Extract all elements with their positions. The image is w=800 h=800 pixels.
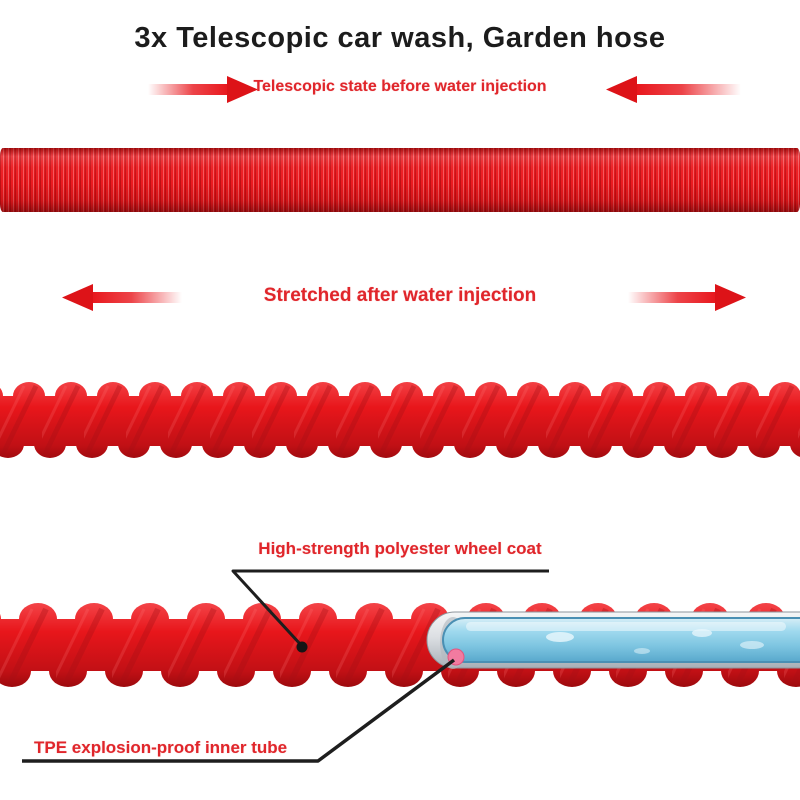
annotation-before-label: Telescopic state before water injection (253, 78, 547, 95)
inner-tube-marker-dot (447, 648, 465, 666)
tpe-inner-tube (442, 617, 800, 663)
hose-contracted-image (0, 148, 800, 212)
hose-stretched-image (0, 372, 800, 468)
wheel-coat-label: High-strength polyester wheel coat (258, 539, 542, 558)
annotation-after-row: Stretched after water injection (0, 276, 800, 314)
arrow-left-icon (62, 284, 182, 311)
hose-cutaway-image (0, 585, 800, 705)
arrow-right-icon (628, 284, 746, 311)
page-title: 3x Telescopic car wash, Garden hose (134, 22, 666, 54)
annotation-after-label: Stretched after water injection (263, 285, 537, 306)
tpe-inner-tube-label: TPE explosion-proof inner tube (34, 738, 288, 757)
arrow-right-icon (148, 76, 258, 103)
annotation-before-row: Telescopic state before water injection (0, 71, 800, 105)
arrow-left-icon (606, 76, 741, 103)
